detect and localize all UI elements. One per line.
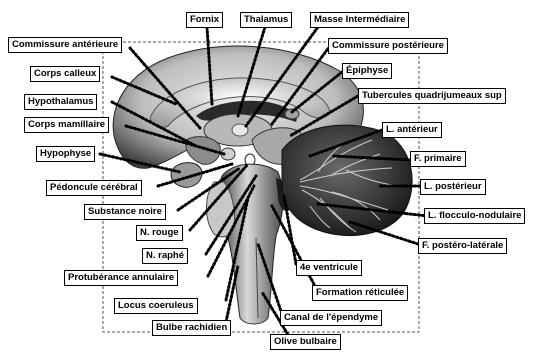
label-l-posterieur: L. postérieur (420, 179, 486, 195)
leader-corps-mamillaire (126, 126, 224, 154)
leader-f-postero-laterale (350, 222, 418, 244)
label-commissure-posterieure: Commissure postérieure (328, 38, 448, 54)
leader-l-anterieur (310, 130, 382, 156)
label-corps-calleux: Corps calleux (30, 66, 100, 82)
leader-fornix (207, 27, 212, 104)
label-canal-ependyme: Canal de l'épendyme (280, 310, 382, 326)
label-fornix: Fornix (186, 12, 223, 28)
label-tubercules-quadrijumeaux: Tubercules quadrijumeaux sup (358, 88, 506, 104)
label-f-postero-laterale: F. postéro-latérale (418, 238, 507, 254)
label-hypothalamus: Hypothalamus (24, 94, 97, 110)
label-hypophyse: Hypophyse (36, 146, 95, 162)
label-olive-bulbaire: Olive bulbaire (270, 334, 341, 350)
leader-l-flocculo (318, 204, 428, 216)
label-thalamus: Thalamus (240, 12, 292, 28)
leader-commissure-posterieure (272, 46, 330, 124)
leader-locus-coeruleus (226, 198, 248, 300)
leader-thalamus (238, 27, 265, 116)
label-l-flocculo-nodulaire: L. flocculo-nodulaire (424, 208, 525, 224)
label-l-anterieur: L. antérieur (382, 122, 442, 138)
label-pedoncule-cerebral: Pédoncule cérébral (46, 180, 142, 196)
label-n-rouge: N. rouge (136, 225, 183, 241)
leader-hypophyse (100, 154, 180, 172)
leader-tubercules (290, 96, 358, 136)
label-masse-intermediaire: Masse Intermédiaire (310, 12, 409, 28)
leader-epiphyse (292, 72, 342, 112)
label-4e-ventricule: 4e ventricule (296, 260, 362, 276)
label-locus-coeruleus: Locus coeruleus (114, 298, 198, 314)
label-substance-noire: Substance noire (84, 204, 166, 220)
label-commissure-anterieure: Commissure antérieure (8, 37, 122, 53)
leader-substance-noire (178, 168, 240, 210)
label-formation-reticulee: Formation réticulée (312, 285, 408, 301)
label-bulbe-rachidien: Bulbe rachidien (152, 320, 231, 336)
label-protuberance-annulaire: Protubérance annulaire (64, 270, 178, 286)
label-f-primaire: F. primaire (410, 151, 466, 167)
label-epiphyse: Épiphyse (342, 63, 392, 79)
label-corps-mamillaire: Corps mamillaire (24, 117, 109, 133)
leader-f-primaire (334, 156, 410, 160)
label-n-raphe: N. raphé (142, 248, 188, 264)
